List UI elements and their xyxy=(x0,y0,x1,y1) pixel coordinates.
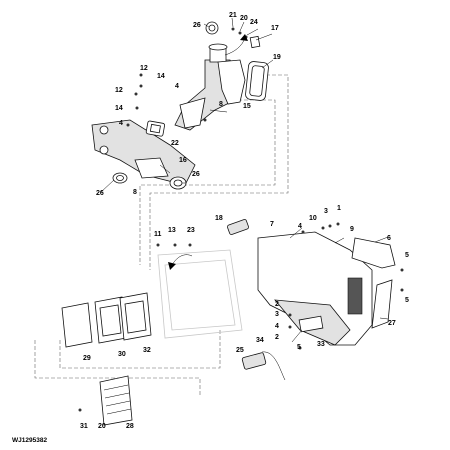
callout-20: 20 xyxy=(240,15,248,22)
callout-14: 14 xyxy=(157,73,165,80)
grommet-26-left xyxy=(112,172,128,184)
callout-10: 10 xyxy=(309,215,317,222)
side-panel-27 xyxy=(371,279,393,329)
callout-8: 8 xyxy=(133,189,137,196)
callout-4: 4 xyxy=(298,223,302,230)
callout-2: 2 xyxy=(275,301,279,308)
callout-12: 12 xyxy=(115,87,123,94)
cover-plate-6 xyxy=(351,237,396,269)
callout-4: 4 xyxy=(175,83,179,90)
callout-20: 20 xyxy=(98,423,106,430)
callout-32: 32 xyxy=(143,347,151,354)
callout-23: 23 xyxy=(187,227,195,234)
grommet-26-right xyxy=(169,176,187,190)
callout-5: 5 xyxy=(405,297,409,304)
seal-pad-2 xyxy=(298,315,324,333)
ghost-frame xyxy=(157,249,243,339)
callout-17: 17 xyxy=(271,25,279,32)
harness-34 xyxy=(261,351,286,381)
lower-duct-bracket xyxy=(91,119,196,186)
callout-16: 16 xyxy=(179,157,187,164)
callout-labels: 26 21 20 24 17 19 12 14 4 12 14 8 15 4 2… xyxy=(80,12,409,430)
filter-29 xyxy=(61,302,93,348)
callout-7: 7 xyxy=(270,221,274,228)
callout-25: 25 xyxy=(236,347,244,354)
callout-33: 33 xyxy=(317,341,325,348)
callout-8: 8 xyxy=(219,101,223,108)
sensor-25 xyxy=(241,352,267,370)
lower-screws xyxy=(78,222,404,412)
callout-4: 4 xyxy=(275,323,279,330)
callout-3: 3 xyxy=(275,311,279,318)
callout-27: 27 xyxy=(388,320,396,327)
duct-seal-19 xyxy=(245,61,269,101)
upper-air-duct xyxy=(174,43,246,131)
callout-9: 9 xyxy=(350,226,354,233)
cap-26-top xyxy=(205,21,219,35)
callout-15: 15 xyxy=(243,103,251,110)
callout-12: 12 xyxy=(140,65,148,72)
callout-19: 19 xyxy=(273,54,281,61)
callout-5: 5 xyxy=(405,252,409,259)
callout-4: 4 xyxy=(119,120,123,127)
callout-26: 26 xyxy=(192,171,200,178)
callout-18: 18 xyxy=(215,215,223,222)
leader-lines xyxy=(100,17,389,343)
callout-28: 28 xyxy=(126,423,134,430)
callout-21: 21 xyxy=(229,12,237,19)
callout-34: 34 xyxy=(256,337,264,344)
callout-5: 5 xyxy=(297,344,301,351)
callout-13: 13 xyxy=(168,227,176,234)
callout-6: 6 xyxy=(387,235,391,242)
callout-29: 29 xyxy=(83,355,91,362)
callout-26: 26 xyxy=(96,190,104,197)
callout-1: 1 xyxy=(337,205,341,212)
callout-31: 31 xyxy=(80,423,88,430)
callout-22: 22 xyxy=(171,140,179,147)
callout-30: 30 xyxy=(118,351,126,358)
grille-28 xyxy=(99,375,133,426)
callout-11: 11 xyxy=(154,231,162,238)
callout-26: 26 xyxy=(193,22,201,29)
gasket-22 xyxy=(145,120,165,137)
callout-2: 2 xyxy=(275,334,279,341)
clip-17 xyxy=(249,35,261,49)
callout-24: 24 xyxy=(250,19,258,26)
filter-32 xyxy=(119,292,152,341)
callout-14: 14 xyxy=(115,105,123,112)
filter-frame-30 xyxy=(94,296,127,344)
diagram-reference: WJ1295382 xyxy=(12,437,47,444)
callout-3: 3 xyxy=(324,208,328,215)
arrow-icon xyxy=(168,34,248,270)
filter-cover-18 xyxy=(227,219,249,235)
